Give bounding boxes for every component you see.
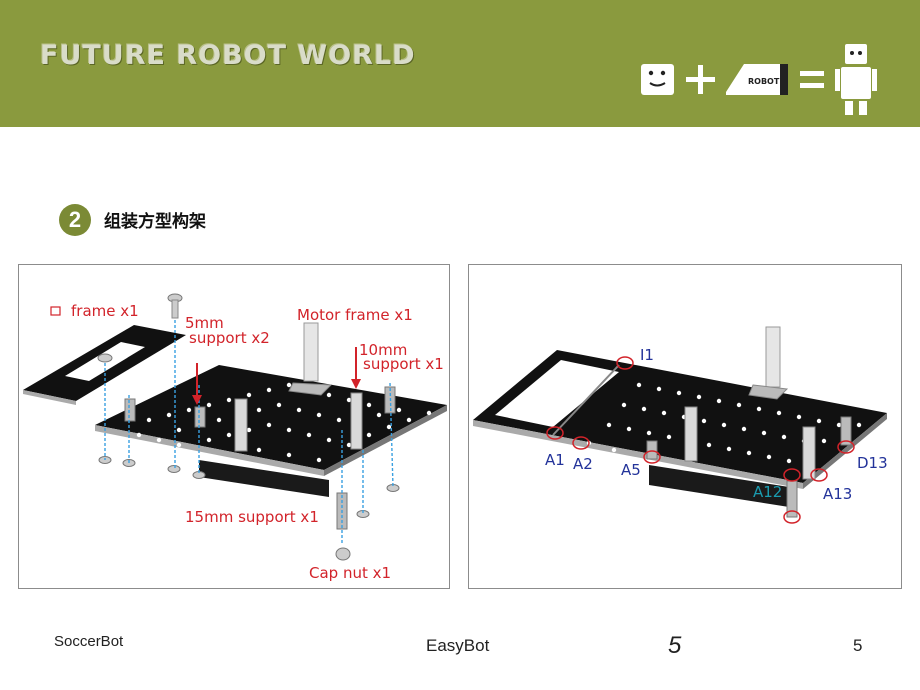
footer-series: EasyBot [426,636,490,655]
assembled-view-panel: I1 A1 A2 A5 A12 A13 D13 [468,264,902,589]
label-15mm-support: 15mm support x1 [185,508,319,526]
brand-title: FUTURE ROBOT WORLD [40,40,416,71]
exploded-assembly-diagram: frame x1 5mm support x2 Motor frame x1 1… [23,293,447,582]
label-motor-frame: Motor frame x1 [297,306,413,324]
exploded-view-panel: frame x1 5mm support x2 Motor frame x1 1… [18,264,450,589]
label-A5: A5 [621,461,641,479]
robot-logo: ROBOT [641,44,877,115]
label-A1: A1 [545,451,565,469]
label-cap-nut: Cap nut x1 [309,564,391,582]
footer-product: SoccerBot [54,633,124,650]
label-5mm-support-size: 5mm [185,314,224,332]
footer-page-number: 5 [853,636,863,655]
footer-page-large: 5 [668,632,682,659]
label-frame: frame x1 [71,302,139,320]
logo-word: ROBOT [748,77,780,86]
label-I1: I1 [640,346,654,364]
label-A2: A2 [573,455,593,473]
step-title: 组装方型构架 [104,212,206,232]
label-10mm-support-count: support x1 [363,355,444,373]
label-A12: A12 [753,483,782,501]
step-number-badge: 2 [59,204,91,236]
assembled-frame-diagram: I1 A1 A2 A5 A12 A13 D13 [473,326,888,524]
label-D13: D13 [857,454,888,472]
label-A13: A13 [823,485,852,503]
label-5mm-support-count: support x2 [189,329,270,347]
label-10mm-support-size: 10mm [359,341,407,359]
header-banner: FUTURE ROBOT WORLD ROBOT [0,0,920,127]
